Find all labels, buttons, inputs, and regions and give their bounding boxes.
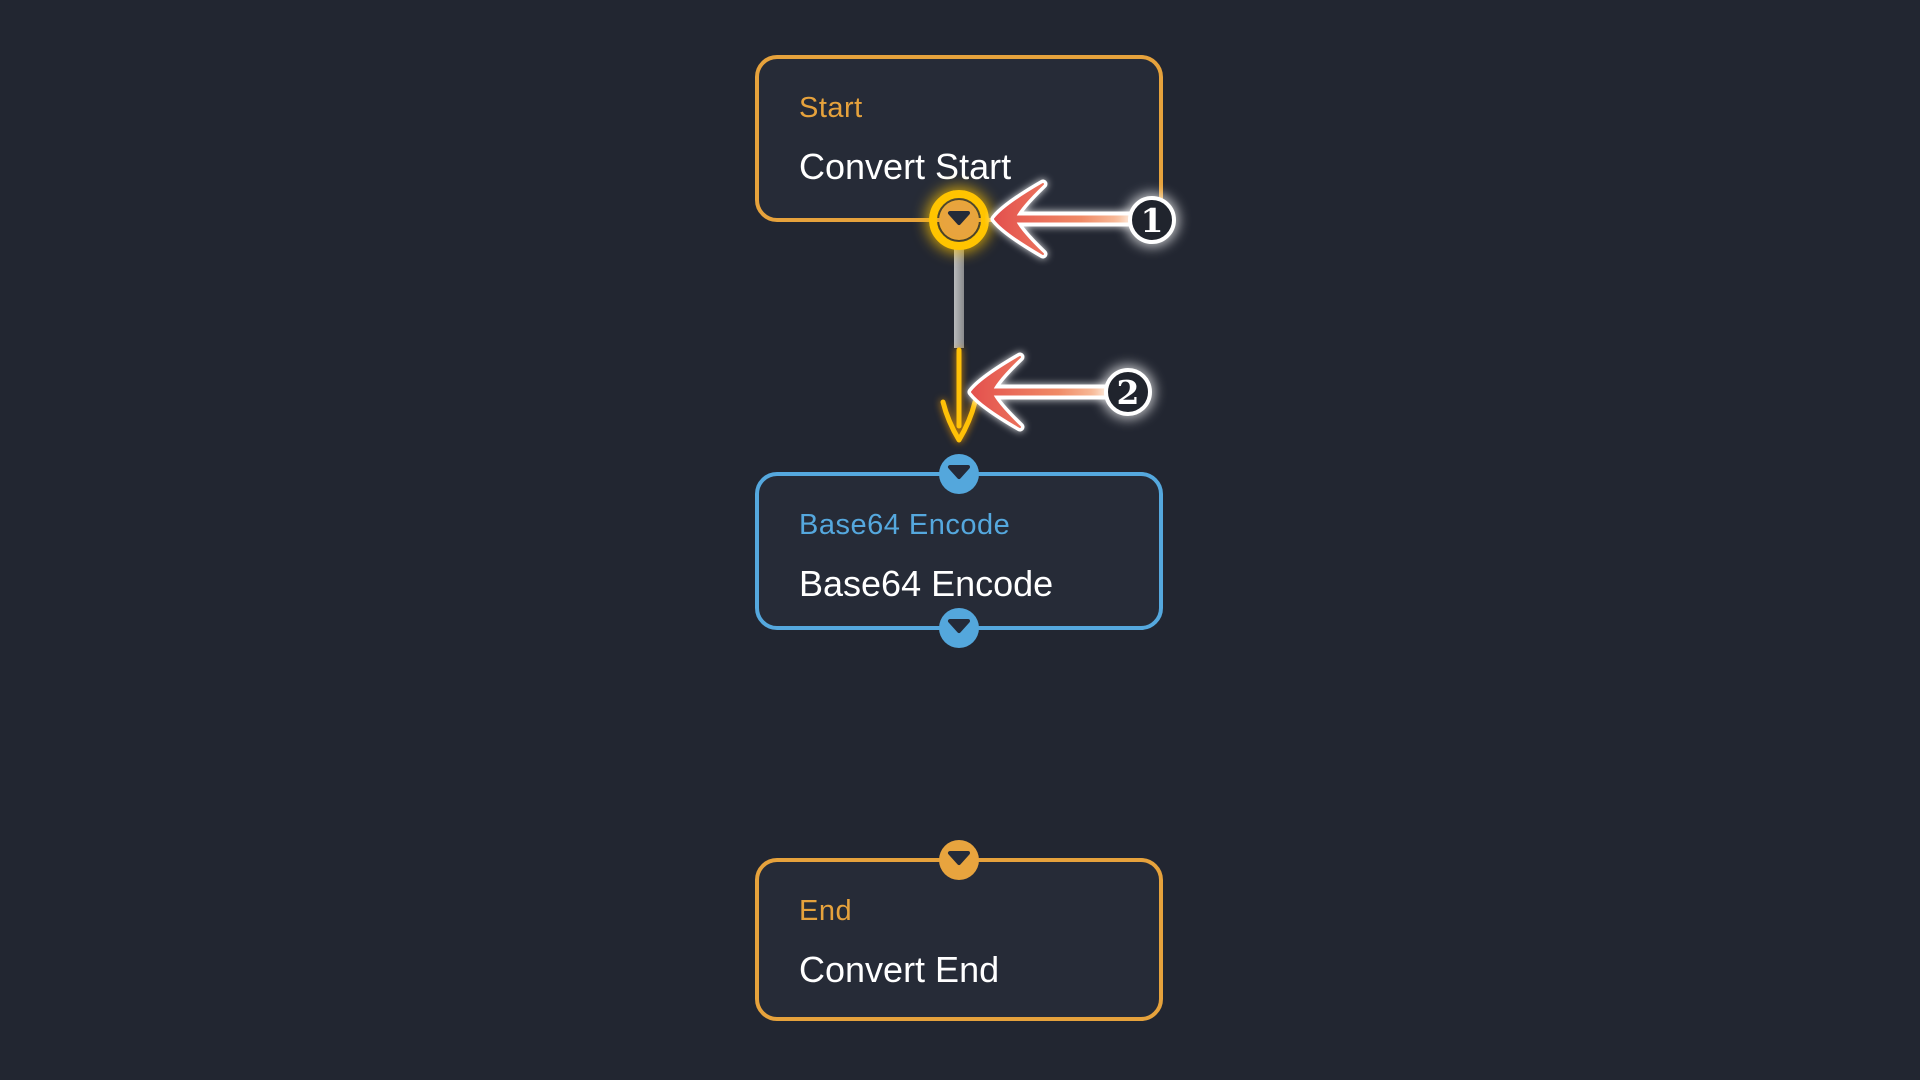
handle-highlight-ring xyxy=(929,190,989,250)
end-input-handle[interactable] xyxy=(939,840,979,880)
base64-input-handle[interactable] xyxy=(939,454,979,494)
node-subtitle: Convert End xyxy=(799,948,1000,990)
node-title: Base64 Encode xyxy=(799,509,1011,541)
node-base64-encode[interactable]: Base64 Encode Base64 Encode xyxy=(755,472,1163,630)
base64-output-handle[interactable] xyxy=(939,608,979,648)
callout-arrow-2-icon xyxy=(967,352,1130,432)
callout-badge-2: 2 xyxy=(1104,368,1152,416)
node-subtitle: Convert Start xyxy=(799,145,1012,187)
callout-badge-1: 1 xyxy=(1128,196,1176,244)
node-convert-end[interactable]: End Convert End xyxy=(755,858,1163,1021)
callout-number: 1 xyxy=(1140,200,1164,240)
callout-number: 2 xyxy=(1116,372,1140,412)
callout-arrow-1-icon xyxy=(990,179,1153,259)
node-subtitle: Base64 Encode xyxy=(799,562,1054,604)
chevron-down-icon xyxy=(947,618,971,639)
edge-active-arrow xyxy=(940,347,978,443)
edge-line-gray-segment xyxy=(954,242,964,348)
chevron-down-icon xyxy=(947,850,971,871)
node-title: Start xyxy=(799,92,863,124)
chevron-down-icon xyxy=(947,464,971,485)
node-title: End xyxy=(799,895,853,927)
